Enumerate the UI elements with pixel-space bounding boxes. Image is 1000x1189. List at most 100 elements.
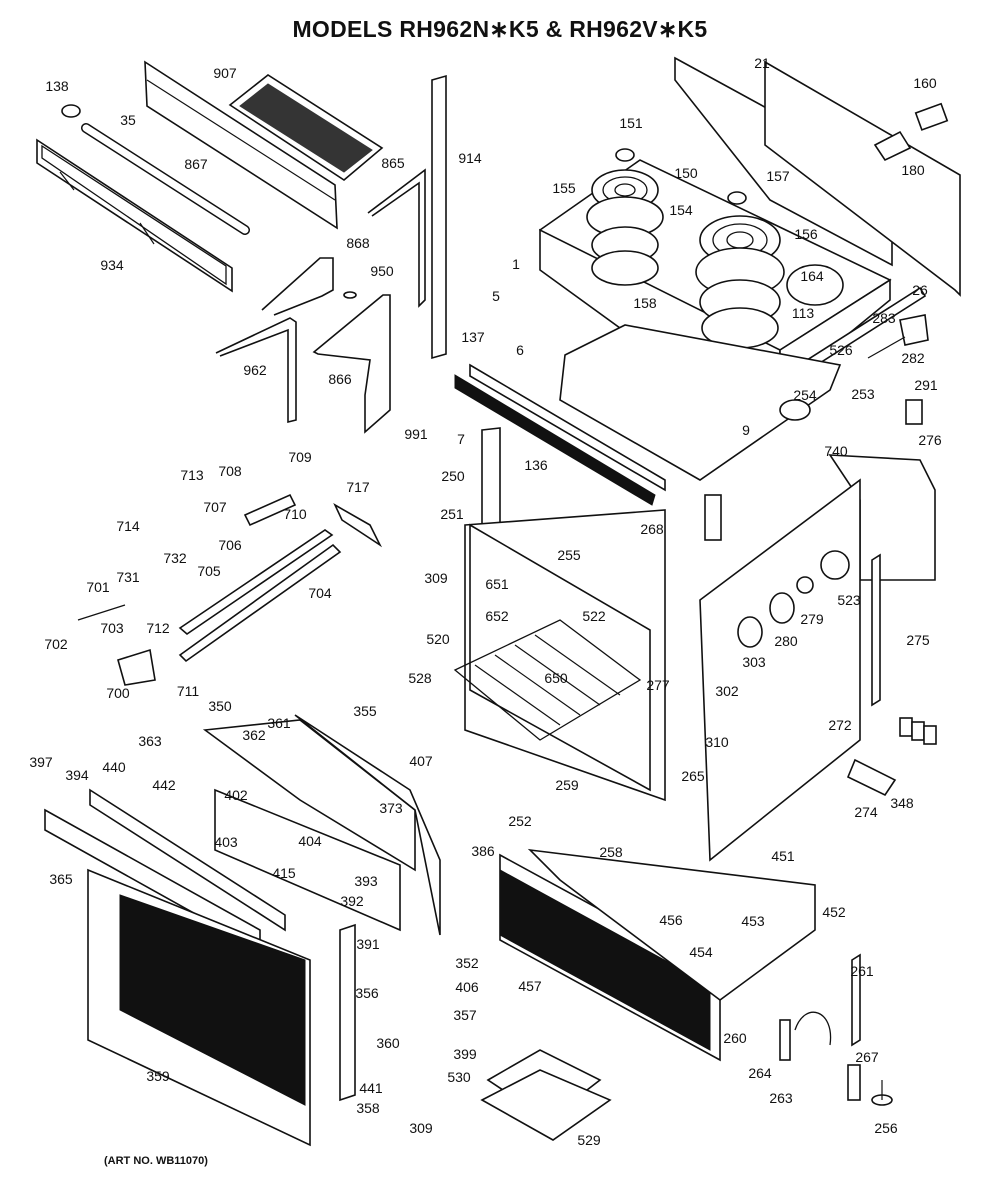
callout-label-157: 157 xyxy=(766,168,790,184)
part-oven-cavity xyxy=(464,478,861,862)
callout-label-701: 701 xyxy=(86,579,110,595)
callout-label-309: 309 xyxy=(424,570,448,586)
callout-label-252: 252 xyxy=(508,813,532,829)
callout-label-276: 276 xyxy=(918,432,942,448)
callout-label-274: 274 xyxy=(854,804,878,820)
art-number: (ART NO. WB11070) xyxy=(104,1155,208,1167)
part-701-lever xyxy=(77,604,126,621)
callout-label-530: 530 xyxy=(447,1069,471,1085)
callout-label-361: 361 xyxy=(267,715,291,731)
callout-label-453: 453 xyxy=(741,913,765,929)
callout-label-650: 650 xyxy=(544,670,568,686)
callout-label-362: 362 xyxy=(242,727,266,743)
callout-label-868: 868 xyxy=(346,235,370,251)
callout-label-962: 962 xyxy=(243,362,267,378)
part-457-drawer xyxy=(499,848,816,1062)
callout-label-113: 113 xyxy=(792,305,815,321)
callout-label-254: 254 xyxy=(793,387,817,403)
part-350-355-door-frame xyxy=(202,714,441,936)
part-260-261-hinge xyxy=(779,953,861,1061)
callout-label-255: 255 xyxy=(557,547,581,563)
callout-label-523: 523 xyxy=(837,592,861,608)
part-160-terminal-block xyxy=(914,102,949,131)
callout-label-404: 404 xyxy=(298,833,322,849)
callout-label-393: 393 xyxy=(354,873,378,889)
callout-label-261: 261 xyxy=(850,963,874,979)
part-138-lamp-socket xyxy=(61,104,81,118)
callout-label-702: 702 xyxy=(44,636,68,652)
callout-label-265: 265 xyxy=(681,768,705,784)
callout-label-158: 158 xyxy=(633,295,657,311)
part-268-tube xyxy=(704,494,722,541)
part-156-burner-large xyxy=(695,215,785,349)
callout-label-258: 258 xyxy=(599,844,623,860)
callout-label-452: 452 xyxy=(822,904,846,920)
part-934-glass-panel xyxy=(36,138,233,293)
callout-label-360: 360 xyxy=(376,1035,400,1051)
callout-label-386: 386 xyxy=(471,843,495,859)
callout-label-651: 651 xyxy=(485,576,509,592)
callout-label-260: 260 xyxy=(723,1030,747,1046)
callout-label-711: 711 xyxy=(177,683,200,699)
callout-label-740: 740 xyxy=(824,443,848,459)
callout-label-21: 21 xyxy=(754,55,770,71)
callout-label-154: 154 xyxy=(669,202,693,218)
callout-label-35: 35 xyxy=(120,112,136,128)
callout-label-264: 264 xyxy=(748,1065,772,1081)
callout-label-253: 253 xyxy=(851,386,875,402)
callout-label-705: 705 xyxy=(197,563,221,579)
part-291-switch xyxy=(905,399,923,425)
callout-label-357: 357 xyxy=(453,1007,477,1023)
part-950-clip xyxy=(343,291,357,299)
callout-label-164: 164 xyxy=(800,268,824,284)
callout-label-309: 309 xyxy=(409,1120,433,1136)
part-272-terminal xyxy=(899,717,937,745)
callout-label-713: 713 xyxy=(180,467,204,483)
part-275-rail xyxy=(871,553,881,707)
callout-label-160: 160 xyxy=(913,75,937,91)
callout-label-704: 704 xyxy=(308,585,332,601)
callout-label-402: 402 xyxy=(224,787,248,803)
part-415-panel xyxy=(89,788,286,932)
callout-label-522: 522 xyxy=(582,608,606,624)
part-705-704-slides xyxy=(178,529,342,663)
callout-label-867: 867 xyxy=(184,156,208,172)
callout-label-155: 155 xyxy=(552,180,576,196)
callout-label-714: 714 xyxy=(116,518,140,534)
part-404-inner-glass xyxy=(214,788,401,932)
callout-label-138: 138 xyxy=(45,78,69,94)
part-359-door-window xyxy=(87,868,311,1147)
part-164-drip-pan xyxy=(786,264,844,306)
callout-label-441: 441 xyxy=(359,1080,383,1096)
callout-label-406: 406 xyxy=(455,979,479,995)
callout-label-275: 275 xyxy=(906,632,930,648)
part-155-burner-small xyxy=(586,169,664,286)
part-180-bracket xyxy=(873,130,912,162)
callout-label-914: 914 xyxy=(458,150,482,166)
callout-label-26: 26 xyxy=(912,282,928,298)
part-700-latch xyxy=(117,648,156,686)
part-866-panel xyxy=(312,294,391,434)
callout-label-282: 282 xyxy=(901,350,925,366)
callout-label-150: 150 xyxy=(674,165,698,181)
part-358-door-side xyxy=(339,923,356,1102)
part-157-knob-ring xyxy=(727,191,747,205)
part-717-plate xyxy=(333,503,383,548)
callout-label-272: 272 xyxy=(828,717,852,733)
callout-label-303: 303 xyxy=(742,654,766,670)
callout-label-259: 259 xyxy=(555,777,579,793)
callout-label-865: 865 xyxy=(381,155,405,171)
callout-label-652: 652 xyxy=(485,608,509,624)
part-267-cylinder xyxy=(847,1064,861,1101)
part-lamp-assembly xyxy=(737,550,850,648)
callout-label-707: 707 xyxy=(203,499,227,515)
callout-label-352: 352 xyxy=(455,955,479,971)
callout-label-9: 9 xyxy=(742,422,750,438)
diagram-title: MODELS RH962N∗K5 & RH962V∗K5 xyxy=(292,16,708,42)
part-907-filter xyxy=(228,74,384,181)
callout-label-394: 394 xyxy=(65,767,89,783)
callout-label-373: 373 xyxy=(379,800,403,816)
callout-label-529: 529 xyxy=(577,1132,601,1148)
callout-label-717: 717 xyxy=(346,479,370,495)
